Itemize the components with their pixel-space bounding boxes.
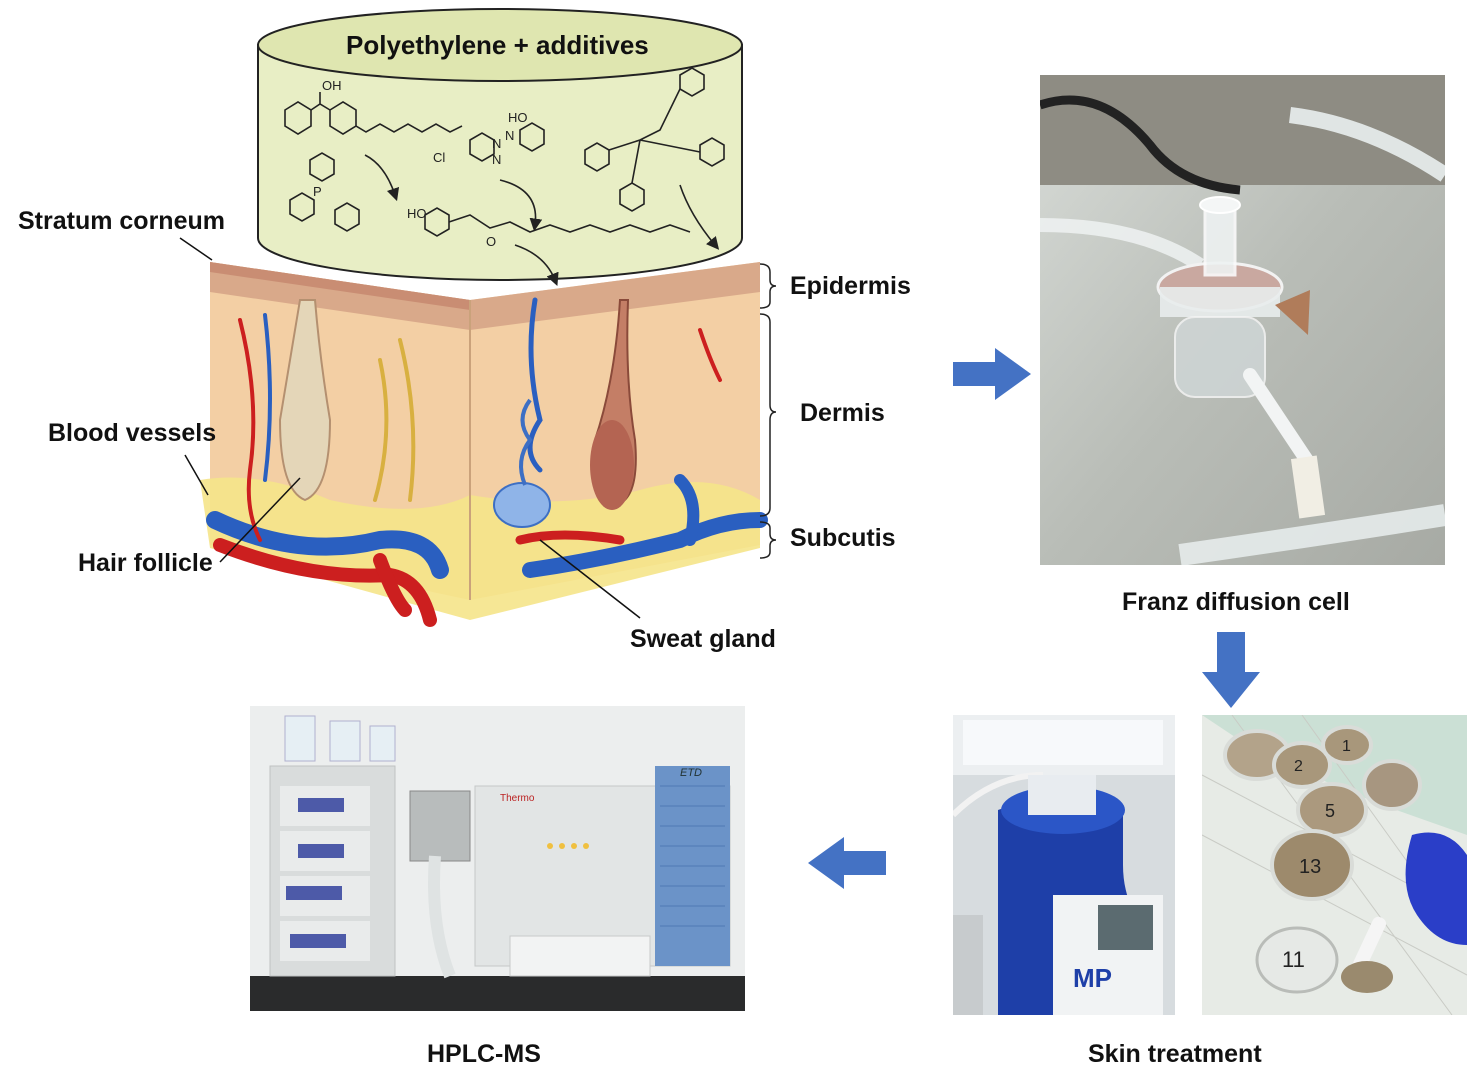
- device-text: MP: [1073, 963, 1112, 993]
- label-blood-vessels: Blood vessels: [48, 419, 217, 447]
- skin-diagram: OH HO Cl N N N HO P O: [179, 8, 777, 627]
- hair-follicle-drawing: [278, 299, 637, 510]
- label-dermis: Dermis: [800, 399, 885, 427]
- chem-label-n1: N: [492, 136, 501, 151]
- layer-brackets: [759, 263, 777, 559]
- pointer-lines: [179, 237, 641, 619]
- label-stratum-corneum: Stratum corneum: [18, 207, 225, 235]
- sweat-gland-drawing: [493, 398, 551, 528]
- arrow-left: [808, 837, 886, 889]
- sample-number-5: 5: [1325, 801, 1335, 821]
- brand-text: Thermo: [500, 793, 535, 804]
- label-epidermis: Epidermis: [790, 272, 911, 300]
- chem-label-ho2: HO: [407, 206, 427, 221]
- chem-label-ho: HO: [508, 110, 528, 125]
- chem-label-n3: N: [492, 152, 501, 167]
- module-text: ETD: [680, 767, 702, 779]
- sample-number-11: 11: [1282, 947, 1305, 972]
- label-subcutis: Subcutis: [790, 524, 896, 552]
- sample-number-2: 2: [1294, 758, 1303, 775]
- chem-label-p: P: [313, 184, 322, 199]
- chem-label-oh: OH: [322, 78, 342, 93]
- caption-franz-cell: Franz diffusion cell: [1122, 588, 1350, 616]
- skin-samples-photo: 11 13 5 2 1: [1202, 715, 1467, 1015]
- sample-number-13: 13: [1299, 856, 1321, 878]
- franz-cell-photo: [1040, 75, 1445, 565]
- caption-hplc-ms: HPLC-MS: [427, 1040, 541, 1068]
- hplc-ms-photo: Thermo ETD: [250, 706, 745, 1011]
- arrow-down: [1202, 632, 1260, 708]
- blood-vessels-drawing: [206, 297, 768, 627]
- chem-label-n2: N: [505, 128, 514, 143]
- chem-label-cl: Cl: [433, 150, 445, 165]
- cylinder-title: Polyethylene + additives: [346, 30, 649, 60]
- chem-label-o: O: [486, 234, 496, 249]
- sample-number-1: 1: [1342, 738, 1351, 755]
- label-sweat-gland: Sweat gland: [630, 625, 776, 653]
- label-hair-follicle: Hair follicle: [78, 549, 213, 577]
- arrow-right: [953, 348, 1031, 400]
- homogenizer-photo: MP: [953, 715, 1175, 1015]
- caption-skin-treatment: Skin treatment: [1088, 1040, 1262, 1068]
- polyethylene-cylinder: OH HO Cl N N N HO P O: [257, 8, 743, 286]
